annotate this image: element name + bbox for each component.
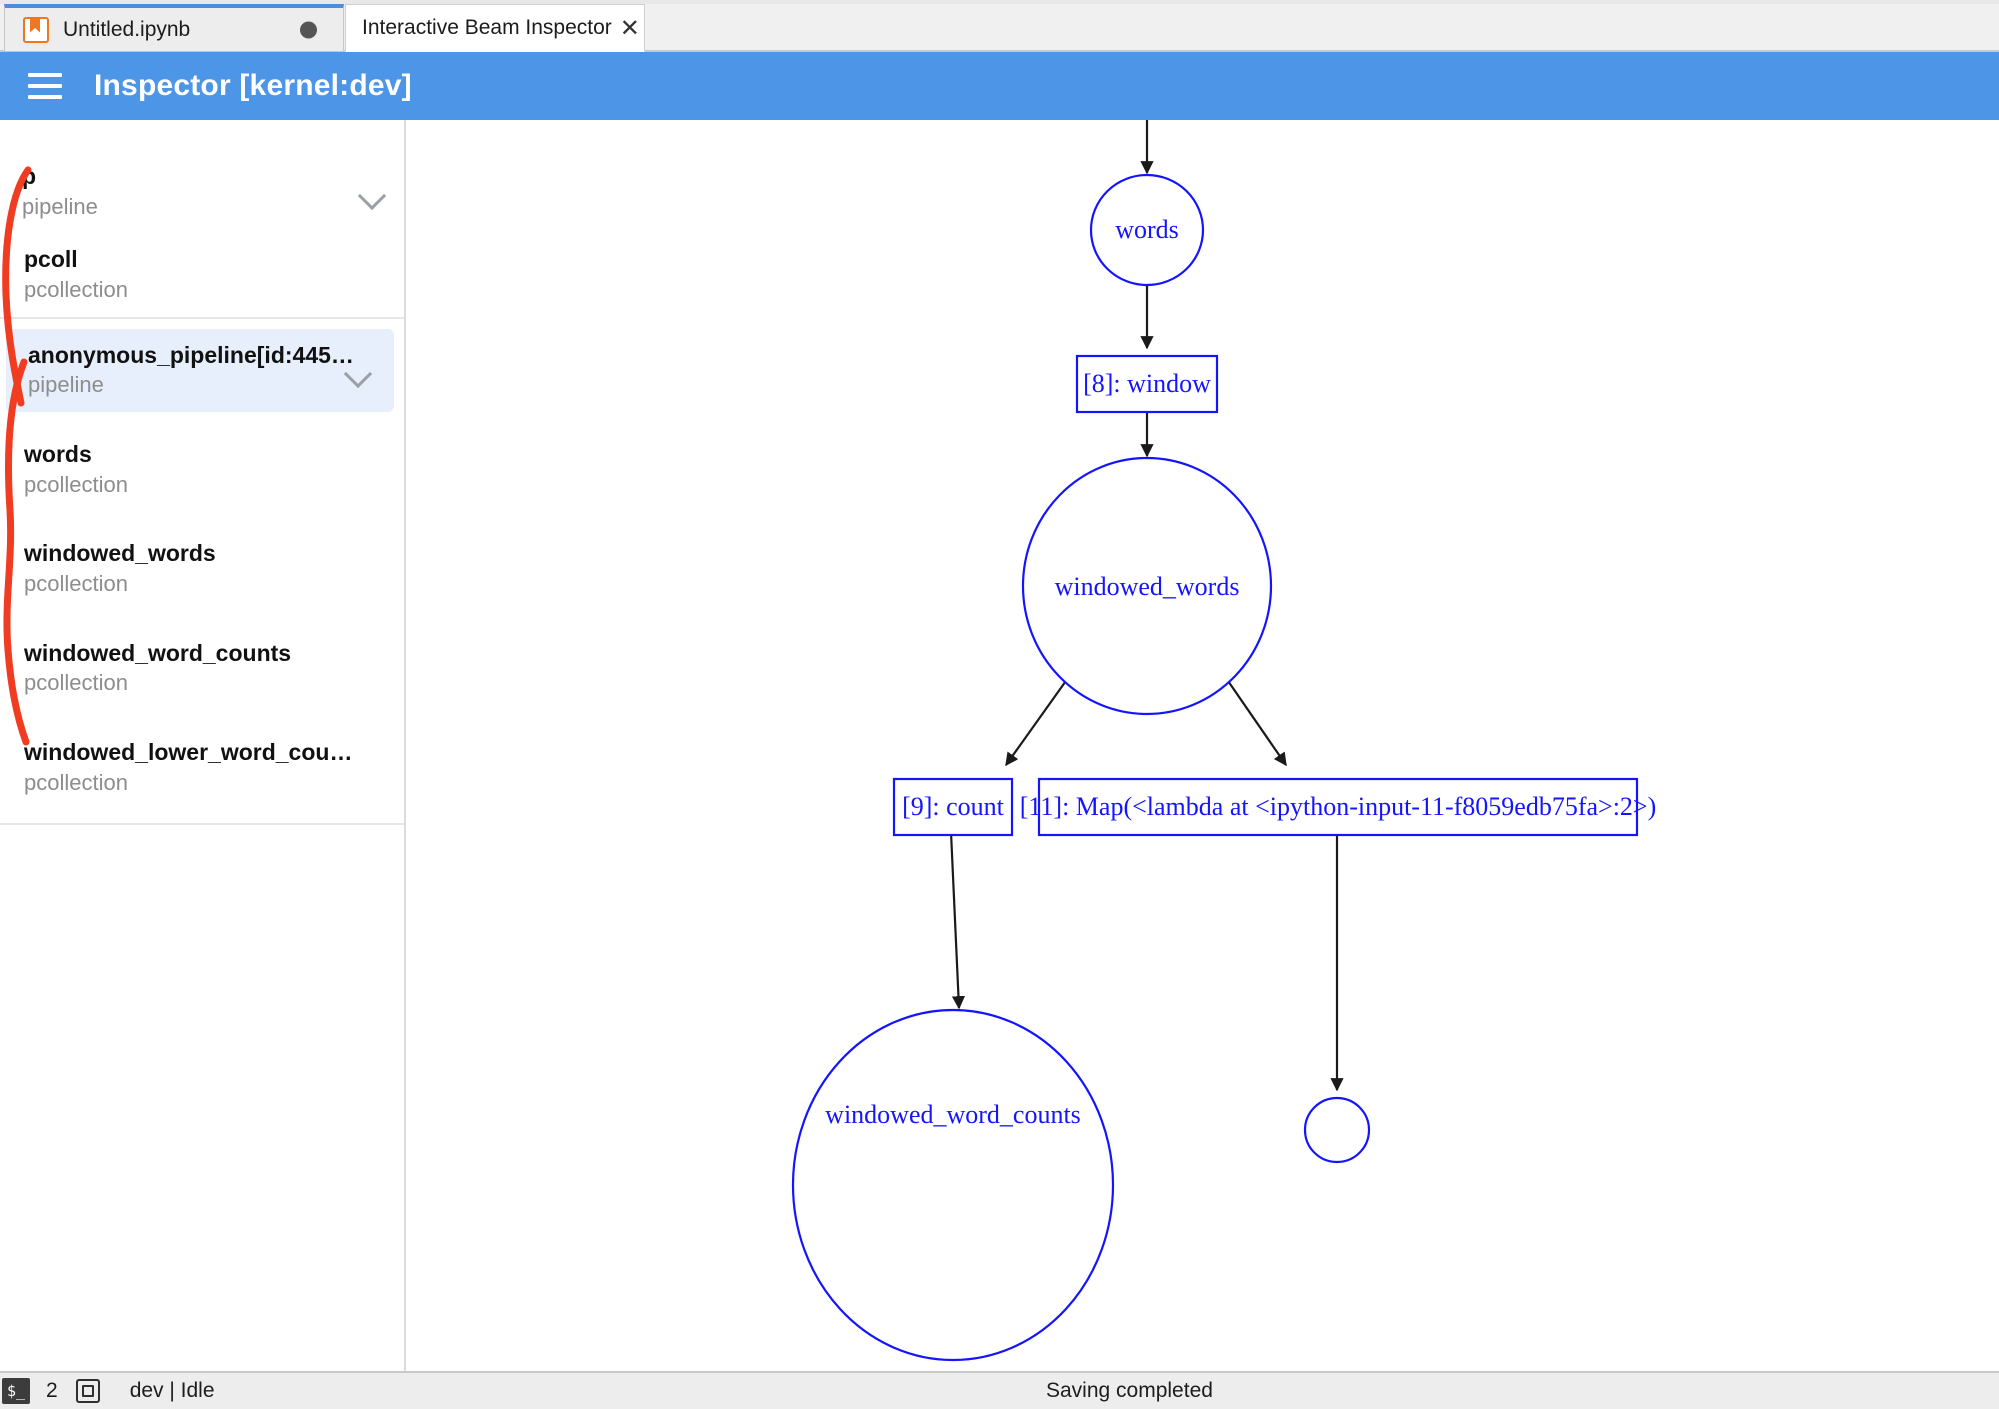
graph-node-label: [11]: Map(<lambda at <ipython-input-11-f…: [1020, 792, 1657, 821]
node-shape-box: [892, 777, 1014, 837]
sidebar-item-type: pcollection: [24, 471, 128, 497]
sidebar-item-label: windowed_words: [24, 540, 216, 567]
graph-node-words[interactable]: words: [1089, 173, 1205, 287]
status-message: Saving completed: [1046, 1379, 1213, 1402]
sidebar-item-type: pcollection: [24, 769, 128, 795]
sidebar-item-type: pcollection: [24, 670, 128, 696]
graph-node-windowed-words[interactable]: windowed_words: [1021, 456, 1273, 716]
sidebar-item-label: windowed_word_counts: [24, 639, 292, 666]
sidebar-item-windowed-lower-word-counts[interactable]: windowed_lower_word_counts pcollection: [0, 726, 404, 809]
edge-windowed-words-to-map: [1225, 677, 1287, 767]
graph-node-label: [8]: window: [1083, 369, 1211, 398]
cpu-chip-icon[interactable]: [75, 1379, 100, 1403]
sidebar-item-type: pcollection: [24, 571, 128, 597]
sidebar-group-anonymous-pipeline: anonymous_pipeline[id:44516… pipeline wo…: [0, 319, 404, 810]
sidebar-item-anonymous-pipeline[interactable]: anonymous_pipeline[id:44516… pipeline: [6, 328, 394, 413]
chevron-down-icon[interactable]: [357, 181, 387, 210]
node-shape-ellipse: [791, 1008, 1115, 1362]
graph-node-label: windowed_word_counts: [825, 1100, 1081, 1129]
sidebar-item-type: pipeline: [22, 193, 98, 219]
sidebar-item-words[interactable]: words pcollection: [0, 428, 404, 511]
kernel-status[interactable]: dev | Idle: [129, 1379, 215, 1402]
edge-windowed-words-to-count: [1005, 677, 1069, 767]
sidebar-item-label: windowed_lower_word_counts: [24, 739, 360, 766]
node-shape-box: [1037, 777, 1639, 837]
edge-count-to-windowed-word-counts: [949, 831, 966, 1010]
sidebar-item-windowed-words[interactable]: windowed_words pcollection: [0, 527, 404, 610]
terminal-icon[interactable]: $_: [2, 1378, 30, 1404]
hamburger-bar: [28, 73, 62, 77]
sidebar-item-label: anonymous_pipeline[id:44516…: [28, 341, 360, 368]
sidebar-item-type: pcollection: [24, 277, 128, 303]
graph-node-map[interactable]: [11]: Map(<lambda at <ipython-input-11-f…: [1020, 777, 1657, 837]
app-header: Inspector [kernel:dev]: [0, 52, 1999, 120]
node-shape-box: [1075, 354, 1219, 414]
graph-node-count[interactable]: [9]: count: [892, 777, 1014, 837]
graph-node-label: [9]: count: [902, 792, 1005, 821]
unsaved-dot-icon[interactable]: [300, 21, 317, 38]
pipeline-graph[interactable]: words [8]: window windowed_words [9]: co…: [408, 120, 1999, 1371]
graph-node-window[interactable]: [8]: window: [1075, 354, 1219, 414]
graph-node-label: windowed_words: [1055, 572, 1240, 601]
sidebar-item-type: pipeline: [28, 372, 104, 398]
sidebar-item-p[interactable]: p pipeline: [0, 150, 404, 233]
tab-bar: Untitled.ipynb Interactive Beam Inspecto…: [0, 0, 1999, 52]
node-shape-ellipse: [1089, 173, 1205, 287]
pipeline-graph-pane[interactable]: words [8]: window windowed_words [9]: co…: [408, 120, 1999, 1371]
graph-edges: [949, 120, 1344, 1092]
running-terminals-count: 2: [46, 1379, 58, 1402]
node-shape-ellipse: [1021, 456, 1273, 716]
sidebar-item-windowed-word-counts[interactable]: windowed_word_counts pcollection: [0, 627, 404, 710]
node-shape-ellipse: [1303, 1096, 1371, 1164]
hamburger-bar: [28, 84, 62, 88]
sidebar-item-pcoll[interactable]: pcoll pcollection: [0, 233, 404, 316]
sidebar-divider: [0, 316, 404, 319]
sidebar-item-label: pcoll: [24, 246, 78, 273]
graph-node-windowed-word-counts[interactable]: windowed_word_counts: [791, 1008, 1115, 1362]
hamburger-bar: [28, 95, 62, 99]
sidebar-item-label: words: [24, 441, 92, 468]
graph-node-label: words: [1115, 215, 1179, 244]
tab-untitled-ipynb[interactable]: Untitled.ipynb: [4, 4, 344, 52]
sidebar-item-label: p: [22, 163, 37, 189]
tab-bar-top-rule: [0, 0, 1999, 4]
sidebar-group-p: p pipeline pcoll pcollection: [0, 120, 404, 317]
inspectables-sidebar[interactable]: p pipeline pcoll pcollection anonymous_p…: [0, 120, 406, 1371]
status-bar: $_ 2 dev | Idle Saving completed: [0, 1371, 1999, 1409]
tab-label: Interactive Beam Inspector: [362, 16, 612, 39]
content-area: p pipeline pcoll pcollection anonymous_p…: [0, 120, 1999, 1371]
graph-nodes: words [8]: window windowed_words [9]: co…: [791, 173, 1657, 1362]
tab-interactive-beam-inspector[interactable]: Interactive Beam Inspector ✕: [345, 4, 645, 52]
sidebar-divider: [0, 823, 404, 826]
hamburger-icon[interactable]: [28, 73, 62, 99]
status-left: $_ 2 dev | Idle: [0, 1378, 215, 1404]
tab-label: Untitled.ipynb: [63, 17, 191, 41]
notebook-icon: [23, 16, 49, 43]
close-icon[interactable]: ✕: [619, 14, 640, 42]
graph-node-lower-word-counts[interactable]: [1303, 1096, 1371, 1164]
page-title: Inspector [kernel:dev]: [94, 69, 412, 102]
